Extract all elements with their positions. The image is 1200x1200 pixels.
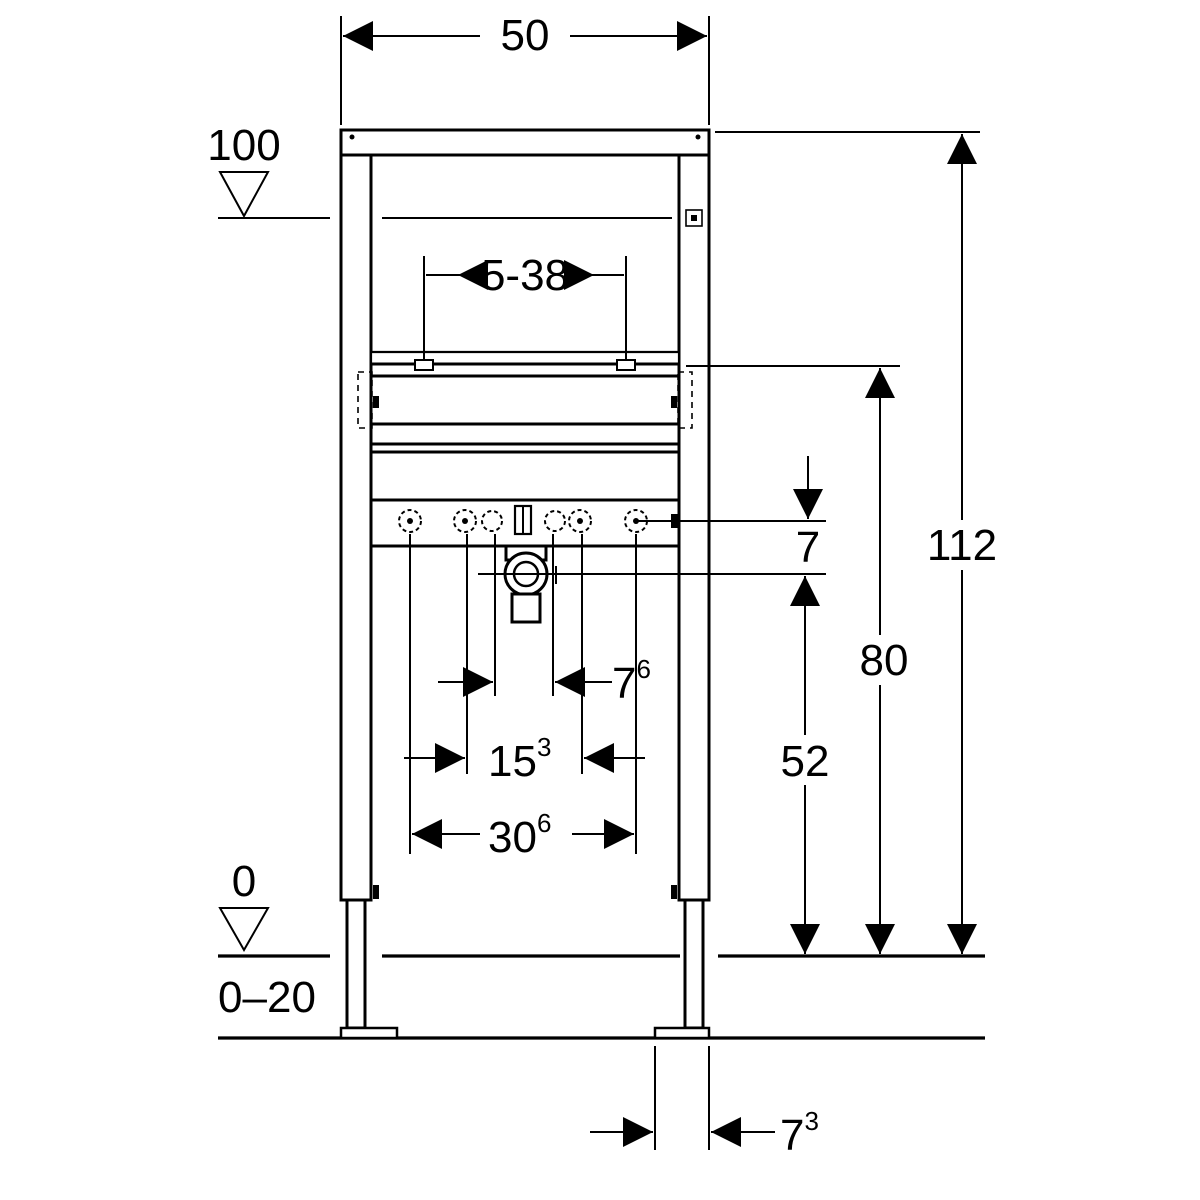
spacing-outer-label: 306 xyxy=(488,808,551,862)
level-floor-label: 0 xyxy=(232,857,256,906)
height-waste-dimension: 52 xyxy=(781,576,830,954)
spacing-inner-label: 76 xyxy=(612,654,651,708)
spacing-middle-base: 15 xyxy=(488,737,537,786)
foot-width-label: 73 xyxy=(780,1106,819,1160)
foot-range-label: 0–20 xyxy=(218,973,316,1022)
central-fitting xyxy=(481,504,566,536)
floor-lines xyxy=(218,954,985,1040)
connection-point xyxy=(568,509,592,533)
extension-lines xyxy=(409,534,637,854)
clip-range-dimension: 5-38 xyxy=(423,251,627,360)
spacing-outer-sup: 6 xyxy=(537,808,551,838)
frame-structure xyxy=(339,128,711,1040)
spacing-inner-sup: 6 xyxy=(636,654,650,684)
foot-width-dimension: 73 xyxy=(590,1046,819,1160)
spacing-middle-sup: 3 xyxy=(537,732,551,762)
foot-width-base: 7 xyxy=(780,1111,804,1160)
connection-point xyxy=(453,509,477,533)
spacing-outer-dimension: 306 xyxy=(412,808,634,862)
height-bracket-dimension: 80 xyxy=(686,365,909,954)
level-0-marker: 0 xyxy=(218,857,270,953)
level-100-marker: 100 xyxy=(207,121,672,219)
spacing-middle-dimension: 153 xyxy=(404,732,645,786)
clip-range-label: 5-38 xyxy=(481,251,569,300)
height-total-label: 112 xyxy=(927,521,997,570)
width-dimension: 50 xyxy=(340,11,710,125)
offset-label: 7 xyxy=(796,523,820,572)
height-total-dimension: 112 xyxy=(715,131,997,954)
spacing-inner-dimension: 76 xyxy=(438,654,651,708)
width-label: 50 xyxy=(501,11,550,60)
height-waste-label: 52 xyxy=(781,737,830,786)
connection-point xyxy=(398,509,422,533)
offset-dimension: 7 xyxy=(478,456,826,575)
waste-pipe xyxy=(503,544,557,624)
spacing-middle-label: 153 xyxy=(488,732,551,786)
level-top-label: 100 xyxy=(207,121,280,170)
spacing-outer-base: 30 xyxy=(488,813,537,862)
height-bracket-label: 80 xyxy=(860,636,909,685)
foot-width-sup: 3 xyxy=(804,1106,818,1136)
spacing-inner-base: 7 xyxy=(612,659,636,708)
